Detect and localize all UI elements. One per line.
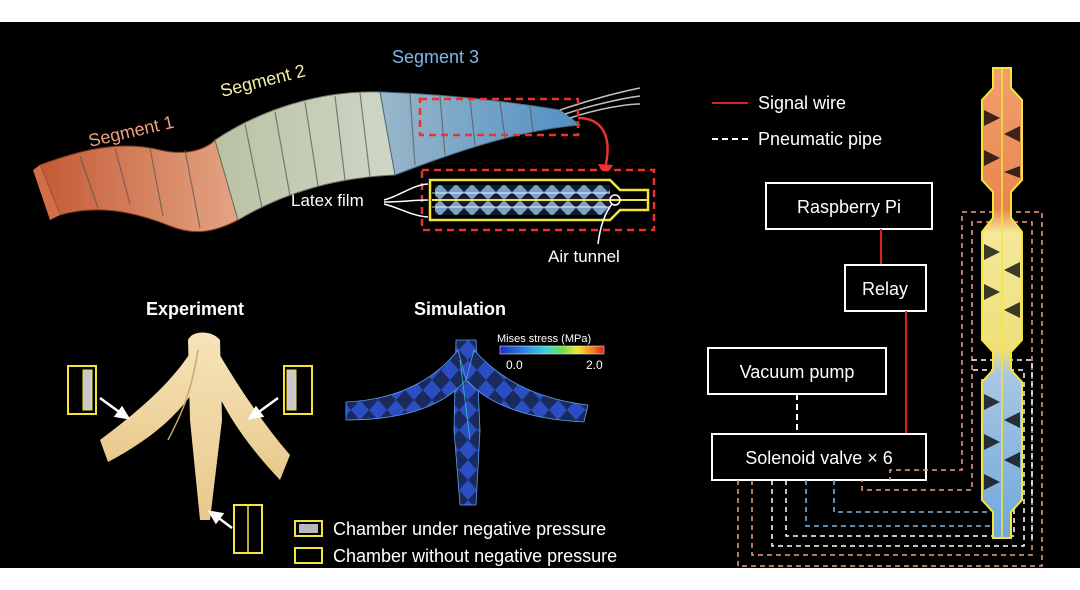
colorbar (499, 345, 605, 355)
raspberry-pi-box (765, 182, 933, 230)
legend-without-label: Chamber without negative pressure (333, 546, 617, 566)
air-tunnel-pointer (597, 203, 613, 245)
legend-negative-label: Chamber under negative pressure (333, 519, 606, 539)
relay-box (844, 264, 927, 312)
soft-robot-render (33, 87, 641, 233)
robot-schematic (981, 67, 1023, 539)
experiment-arrows (99, 396, 279, 529)
signal-wire-legend-label: Signal wire (758, 93, 846, 113)
vacuum-pump-label: Vacuum pump (740, 362, 855, 382)
legend-negative-swatch (294, 520, 323, 537)
simulation-title: Simulation (414, 299, 506, 319)
colorbar-min: 0.0 (506, 358, 523, 372)
colorbar-max: 2.0 (586, 358, 603, 372)
solenoid-valve-label: Solenoid valve × 6 (745, 448, 893, 468)
legend-without-swatch (294, 547, 323, 564)
pneumatic-pipe-legend-label: Pneumatic pipe (758, 129, 882, 149)
chamber-icon-bottom (233, 504, 263, 554)
latex-film-arrows (383, 183, 429, 218)
latex-film-label: Latex film (291, 191, 364, 210)
zoom-source-box (418, 97, 580, 137)
zoom-arrow (577, 116, 609, 169)
cross-section (428, 178, 650, 222)
segment-1-base (33, 165, 60, 220)
air-tunnel-label: Air tunnel (548, 247, 620, 266)
experiment-title: Experiment (146, 299, 244, 319)
chamber-icon-right (283, 365, 313, 415)
raspberry-pi-label: Raspberry Pi (797, 197, 901, 217)
chamber-icon-left (67, 365, 97, 415)
simulation-mesh (345, 339, 589, 506)
relay-label: Relay (862, 279, 908, 299)
experiment-photo (100, 332, 290, 520)
colorbar-label: Mises stress (MPa) (497, 333, 591, 345)
segment-3-label: Segment 3 (392, 47, 479, 67)
segment-3-body (379, 91, 582, 176)
vacuum-pump-box (707, 347, 887, 395)
